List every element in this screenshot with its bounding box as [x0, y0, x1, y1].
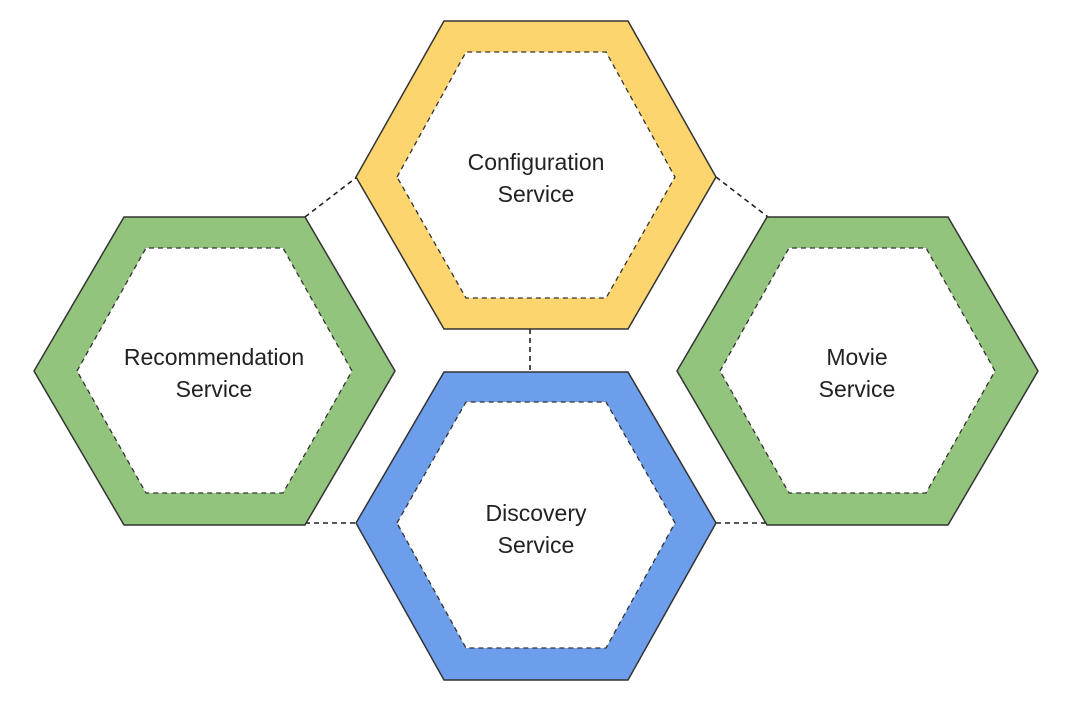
recommendation-service-label-line2: Service	[176, 376, 253, 402]
discovery-service-node: Discovery Service	[355, 371, 717, 681]
connectors	[304, 176, 769, 524]
discovery-service-label-line2: Service	[498, 532, 575, 558]
movie-service-inner-border	[719, 247, 996, 494]
connector-recommendation-configuration	[304, 176, 358, 218]
recommendation-service-label-line1: Recommendation	[124, 344, 304, 370]
movie-service-label-line1: Movie	[826, 344, 887, 370]
connector-configuration-movie	[715, 176, 769, 218]
configuration-service-label-line1: Configuration	[468, 149, 605, 175]
configuration-service-node: Configuration Service	[355, 20, 717, 330]
discovery-service-inner-border	[396, 401, 676, 649]
discovery-service-label-line1: Discovery	[486, 500, 587, 526]
movie-service-node: Movie Service	[676, 216, 1039, 526]
configuration-service-label-line2: Service	[498, 181, 575, 207]
recommendation-service-node: Recommendation Service	[33, 216, 396, 526]
recommendation-service-inner-border	[76, 247, 353, 494]
movie-service-label-line2: Service	[819, 376, 896, 402]
configuration-service-inner-border	[396, 51, 676, 299]
